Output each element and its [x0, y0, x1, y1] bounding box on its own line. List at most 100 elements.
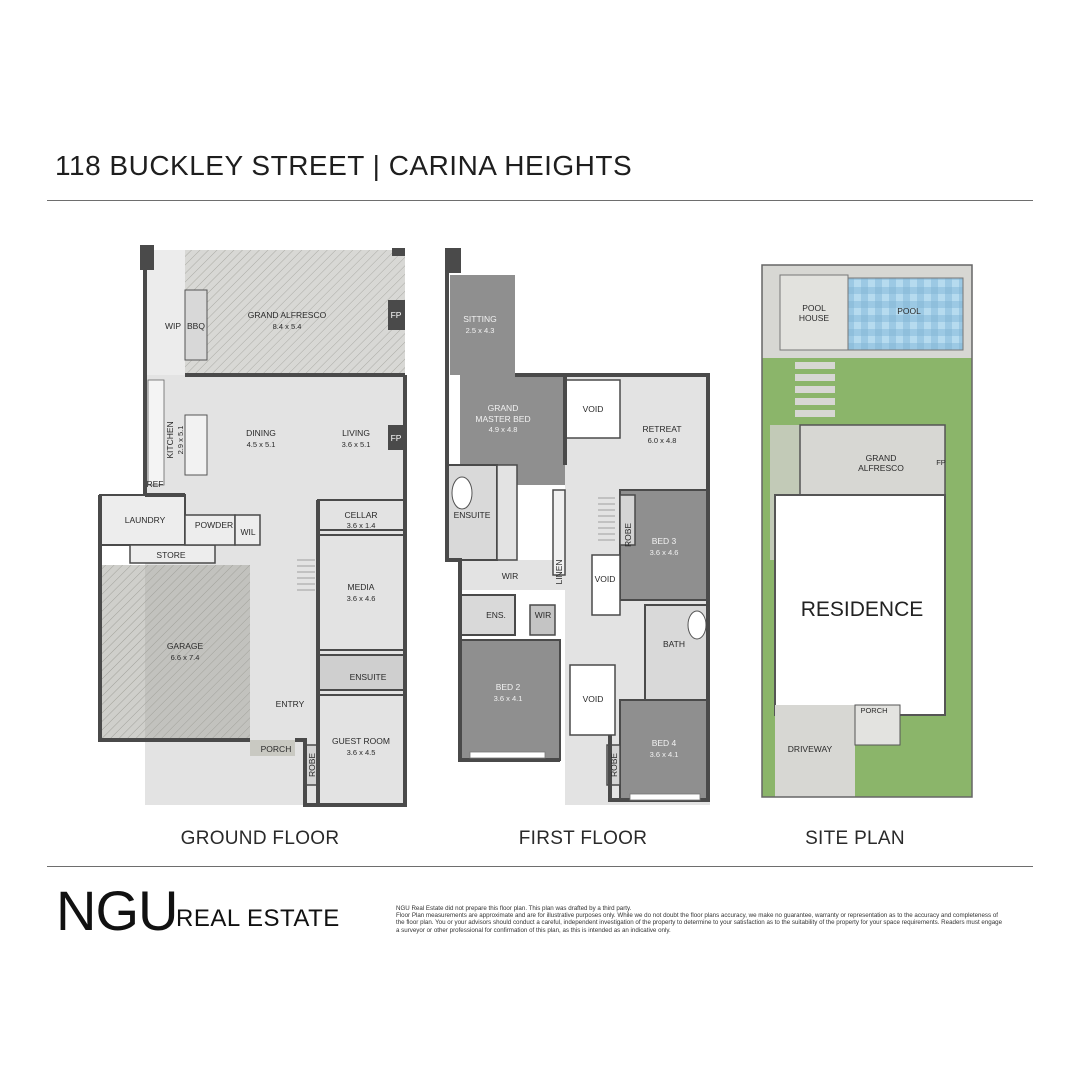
void-2 — [591, 554, 621, 616]
kitchen-bench — [147, 379, 165, 486]
label-pool: POOL — [897, 306, 921, 316]
label-robe-guest: ROBE — [307, 753, 317, 777]
first-floor-plan — [445, 248, 710, 805]
dims-garage: 6.6 x 7.4 — [171, 653, 200, 662]
label-laundry: LAUNDRY — [125, 515, 166, 525]
label-ref: REF — [147, 479, 164, 489]
stepping-stones — [795, 362, 835, 417]
dims-sitting: 2.5 x 4.3 — [466, 326, 495, 335]
label-powder: POWDER — [195, 520, 233, 530]
pool-house — [779, 274, 849, 351]
void-3 — [569, 664, 616, 736]
porch-area — [250, 740, 295, 756]
label-master-2: MASTER BED — [475, 414, 530, 424]
bed3-robe — [619, 494, 636, 546]
label-void-3: VOID — [583, 694, 604, 704]
label-wir-bed2: WIR — [535, 610, 552, 620]
disclaimer-line-2: Floor Plan measurements are approximate … — [396, 912, 1003, 934]
caption-first-floor: FIRST FLOOR — [518, 828, 648, 849]
ground-floor-plan — [98, 245, 407, 807]
wil-room — [234, 514, 261, 546]
site-plan-drawing — [761, 264, 973, 798]
label-site-porch: PORCH — [860, 706, 887, 715]
label-wir-master: WIR — [502, 571, 519, 581]
label-fp-living: FP — [391, 433, 402, 443]
label-bed2: BED 2 — [496, 682, 521, 692]
label-retreat: RETREAT — [642, 424, 681, 434]
label-cellar: CELLAR — [344, 510, 377, 520]
guest-room — [317, 694, 406, 806]
label-ensuite-first: ENSUITE — [454, 510, 491, 520]
dims-master: 4.9 x 4.8 — [489, 425, 518, 434]
label-wil: WIL — [240, 527, 255, 537]
label-sitting: SITTING — [463, 314, 497, 324]
dims-bed4: 3.6 x 4.1 — [650, 750, 679, 759]
label-robe-bed3: ROBE — [623, 523, 633, 547]
dims-bed2: 3.6 x 4.1 — [494, 694, 523, 703]
label-garage: GARAGE — [167, 641, 204, 651]
logo-real-estate: REAL ESTATE — [176, 905, 340, 932]
label-linen: LINEN — [554, 559, 564, 584]
label-site-fp: FP — [936, 458, 946, 467]
ground-stairs — [297, 559, 315, 591]
label-site-alfresco-1: GRAND — [866, 453, 897, 463]
dims-guest: 3.6 x 4.5 — [347, 748, 376, 757]
dims-cellar: 3.6 x 1.4 — [347, 521, 376, 530]
dims-dining: 4.5 x 5.1 — [247, 440, 276, 449]
label-porch: PORCH — [261, 744, 292, 754]
footer-divider — [47, 866, 1033, 867]
ensuite-bed2 — [459, 594, 516, 636]
label-bed3: BED 3 — [652, 536, 677, 546]
page-title: 118 BUCKLEY STREET | CARINA HEIGHTS — [55, 150, 633, 181]
living-fireplace — [388, 425, 405, 450]
master-bathtub — [451, 476, 473, 510]
label-void-1: VOID — [583, 404, 604, 414]
label-site-alfresco-2: ALFRESCO — [858, 463, 904, 473]
dims-kitchen: 2.9 x 5.1 — [176, 426, 185, 455]
linen-cupboard — [552, 489, 566, 576]
sitting-room — [450, 275, 515, 375]
label-bath: BATH — [663, 639, 685, 649]
disclaimer-line-1: NGU Real Estate did not prepare this flo… — [396, 905, 632, 912]
label-media: MEDIA — [348, 582, 375, 592]
logo-ngu: NGU — [56, 879, 178, 942]
disclaimer: NGU Real Estate did not prepare this flo… — [396, 905, 1006, 934]
store-room — [129, 544, 216, 564]
label-pool-house-1: POOL — [802, 303, 826, 313]
wir-bed2 — [529, 604, 556, 636]
label-dining: DINING — [246, 428, 276, 438]
label-ensuite-ground: ENSUITE — [350, 672, 387, 682]
label-wip: WIP — [165, 321, 181, 331]
label-residence: RESIDENCE — [801, 598, 924, 621]
site-driveway — [775, 705, 855, 797]
label-alfresco: GRAND ALFRESCO — [248, 310, 327, 320]
label-fp-alfresco: FP — [391, 310, 402, 320]
pool — [847, 277, 964, 351]
ground-walls — [98, 250, 407, 807]
first-stairs — [598, 497, 615, 541]
label-void-2: VOID — [595, 574, 616, 584]
first-walls — [445, 250, 710, 802]
label-bed4: BED 4 — [652, 738, 677, 748]
label-entry: ENTRY — [276, 699, 305, 709]
site-alfresco — [799, 424, 946, 501]
kitchen-island — [184, 414, 208, 476]
dims-retreat: 6.0 x 4.8 — [648, 436, 677, 445]
label-driveway: DRIVEWAY — [788, 744, 833, 754]
caption-ground-floor: GROUND FLOOR — [180, 828, 340, 849]
label-store: STORE — [156, 550, 185, 560]
label-living: LIVING — [342, 428, 370, 438]
label-kitchen: KITCHEN — [165, 421, 175, 458]
dims-living: 3.6 x 5.1 — [342, 440, 371, 449]
dims-media: 3.6 x 4.6 — [347, 594, 376, 603]
dims-alfresco: 8.4 x 5.4 — [273, 322, 302, 331]
site-porch — [854, 704, 901, 746]
label-pool-house-2: HOUSE — [799, 313, 830, 323]
bbq-counter — [184, 289, 208, 361]
alfresco-fireplace — [388, 300, 405, 330]
label-guest: GUEST ROOM — [332, 736, 390, 746]
label-robe-bed4: ROBE — [609, 753, 619, 777]
bath-tub — [687, 610, 707, 640]
dims-bed3: 3.6 x 4.6 — [650, 548, 679, 557]
